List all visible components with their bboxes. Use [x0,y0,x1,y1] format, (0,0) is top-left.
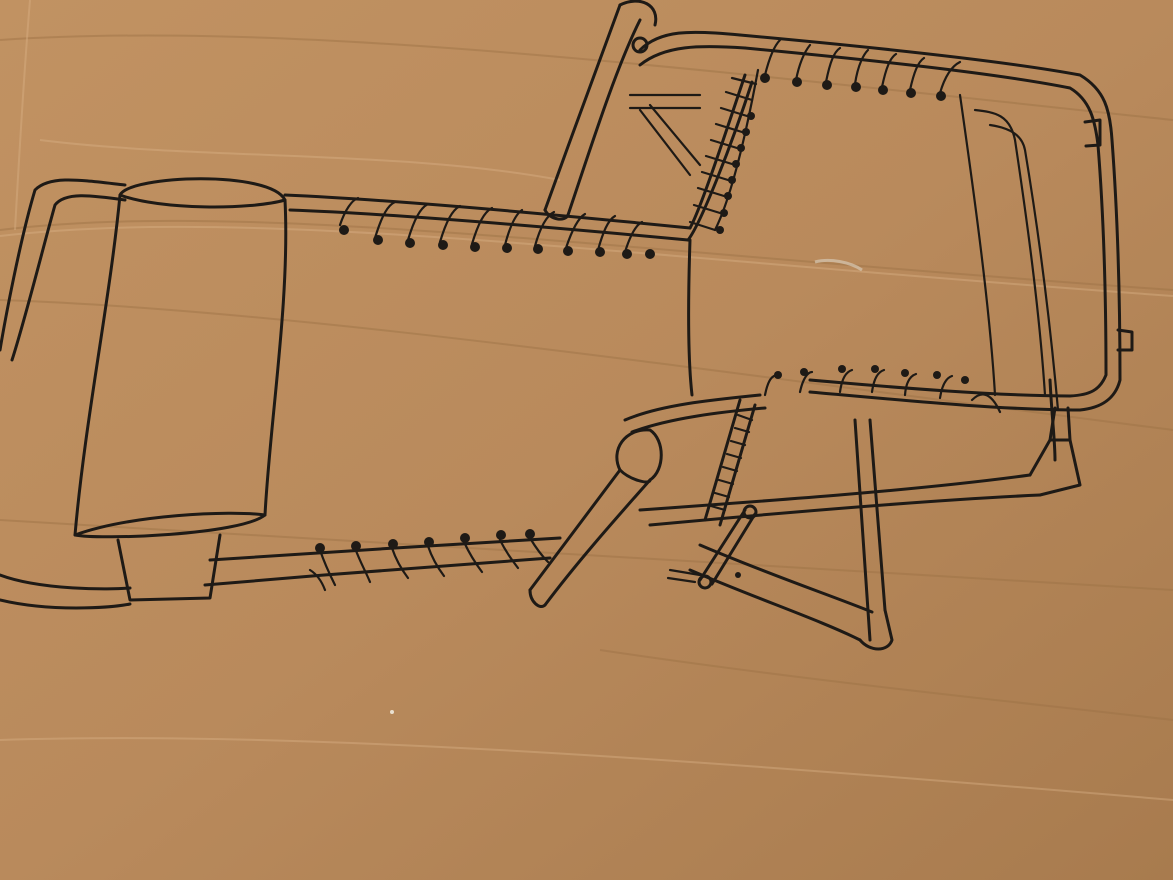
headrest-pillow [73,177,288,602]
leg-end-frame [738,33,1134,412]
head-end-frame [0,178,132,610]
cardboard-creases [0,0,1173,801]
seat-back-panel [687,238,694,397]
top-rail-lacing [338,196,644,254]
lacing-eyelets [315,73,969,553]
lower-armrest [528,393,767,608]
leg-top-lacing [763,38,962,95]
dust-speck [390,710,394,714]
scuff-mark [814,258,863,272]
recline-adjuster-spring [666,398,758,590]
seat-lacing [763,368,1002,414]
bottom-side-rail [203,536,562,587]
upper-armrest [543,0,747,221]
lounge-chair-illustration [0,0,1134,714]
bottom-rail-lacing [308,536,550,592]
top-side-rail [283,73,754,242]
